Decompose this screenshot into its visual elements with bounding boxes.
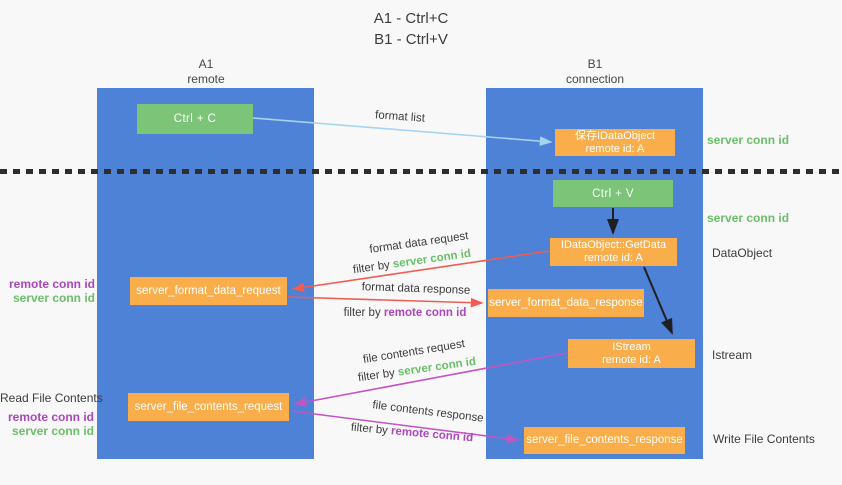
node-istream-line2: remote id: A (602, 353, 661, 366)
node-format-request-label: server_format_data_request (136, 284, 281, 297)
node-format-response-label: server_format_data_response (489, 296, 643, 309)
arrow-format-data-response (287, 296, 484, 308)
side-group-format-ids: remote conn id server conn id (0, 277, 95, 305)
label-format-list: format list (374, 109, 426, 125)
server-conn-id-text: server conn id (397, 355, 477, 379)
node-server-file-contents-request: server_file_contents_request (128, 393, 289, 421)
node-file-request-label: server_file_contents_request (134, 400, 283, 413)
node-ctrl-c: Ctrl + C (137, 104, 253, 134)
label-format-data-response: format data response (361, 281, 471, 297)
lifeline-header-b1: B1 connection (515, 57, 675, 87)
node-file-response-label: server_file_contents_response (526, 434, 683, 446)
label-filter-by-remote-conn-id-1: filter by remote conn id (344, 307, 467, 319)
node-save-idataobject-line1: 保存IDataObject (574, 129, 656, 142)
node-idataobject-getdata: IDataObject::GetData remote id: A (550, 238, 677, 266)
label-filter-by-remote-conn-id-2: filter by remote conn id (350, 422, 473, 445)
node-save-idataobject: 保存IDataObject remote id: A (555, 129, 675, 156)
filter-by-text: filter by (350, 421, 389, 437)
side-label-write-file-contents: Write File Contents (713, 432, 815, 446)
lifeline-b1-name: B1 (587, 57, 603, 71)
label-file-contents-response: file contents response (371, 399, 485, 425)
node-save-idataobject-line2: remote id: A (585, 142, 645, 155)
diagram-title: A1 - Ctrl+C B1 - Ctrl+V (0, 8, 822, 50)
remote-conn-id-text: remote conn id (383, 307, 467, 319)
side-label-istream: Istream (712, 348, 753, 362)
side-label-dataobject: DataObject (712, 246, 773, 260)
node-istream: IStream remote id: A (568, 339, 695, 368)
lifeline-b1-role: connection (565, 72, 625, 86)
title-line-2: B1 - Ctrl+V (374, 31, 448, 48)
filter-by-text: filter by (352, 259, 391, 277)
side-label-server-conn-id-mid: server conn id (707, 211, 790, 225)
node-server-format-data-request: server_format_data_request (130, 277, 287, 305)
side-group-file-ids: Read File Contents remote conn id server… (0, 391, 103, 438)
node-ctrl-v: Ctrl + V (553, 180, 673, 207)
server-conn-id-text: server conn id (392, 247, 472, 271)
side-label-remote-conn-id-1: remote conn id (8, 277, 95, 291)
side-label-server-conn-id-left-1: server conn id (12, 291, 95, 305)
node-getdata-line1: IDataObject::GetData (560, 239, 667, 251)
node-ctrl-v-label: Ctrl + V (592, 187, 634, 200)
filter-by-text: filter by (357, 367, 396, 385)
node-server-file-contents-response: server_file_contents_response (524, 427, 685, 454)
lifeline-a1-role: remote (187, 72, 225, 86)
side-label-remote-conn-id-2: remote conn id (7, 410, 94, 424)
lifeline-a1-name: A1 (198, 57, 214, 71)
side-label-server-conn-id-top: server conn id (707, 133, 790, 147)
filter-by-text: filter by (343, 307, 381, 319)
side-label-read-file-contents: Read File Contents (0, 391, 103, 405)
side-label-server-conn-id-left-2: server conn id (11, 424, 94, 438)
title-line-1: A1 - Ctrl+C (373, 10, 449, 27)
node-getdata-line2: remote id: A (584, 252, 643, 264)
lifeline-header-a1: A1 remote (126, 57, 286, 87)
phase-separator-dotted-line (0, 169, 842, 174)
node-server-format-data-response: server_format_data_response (488, 289, 644, 317)
node-istream-line1: IStream (612, 340, 651, 353)
node-ctrl-c-label: Ctrl + C (173, 113, 217, 125)
remote-conn-id-text: remote conn id (390, 425, 474, 445)
